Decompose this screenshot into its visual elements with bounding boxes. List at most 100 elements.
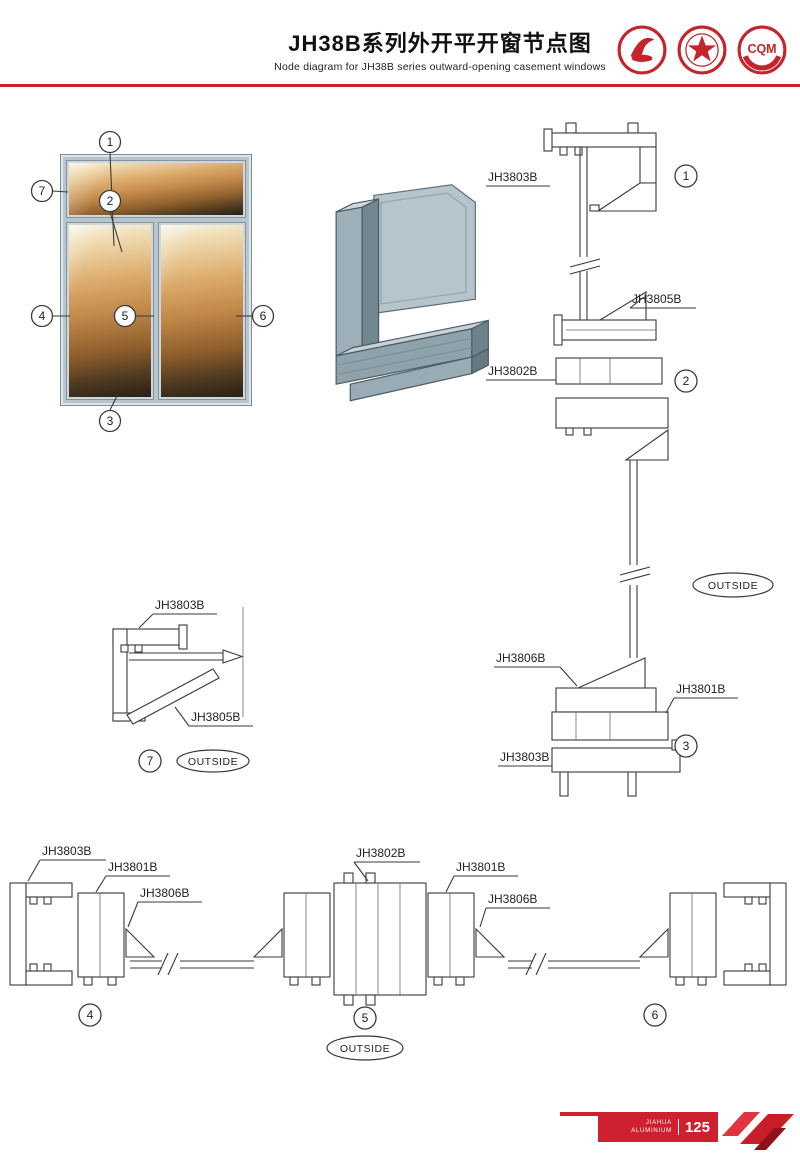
casement-glass xyxy=(619,460,651,658)
callout-detail-5: 5 xyxy=(353,1006,377,1030)
label-detail-7-frame: JH3803B xyxy=(138,598,217,629)
svg-text:5: 5 xyxy=(362,1011,369,1025)
header-logos: CQM xyxy=(616,24,788,76)
page-number: 125 xyxy=(684,1118,710,1136)
profile-center-left-bead xyxy=(252,927,283,958)
footer-brand-line1: JIAHUA xyxy=(645,1119,672,1126)
svg-text:JH3806B: JH3806B xyxy=(140,886,189,900)
callout-1: 1 xyxy=(98,130,122,154)
svg-text:JH3802B: JH3802B xyxy=(488,364,537,378)
svg-text:3: 3 xyxy=(683,739,690,753)
callout-6: 6 xyxy=(251,304,275,328)
svg-text:3: 3 xyxy=(107,414,114,428)
header-red-rule xyxy=(0,84,800,87)
detail-7-drawing: JH3803B JH3805B 7 OUTSIDE xyxy=(112,598,253,773)
glass-right xyxy=(508,952,640,976)
svg-text:JH3802B: JH3802B xyxy=(356,846,405,860)
callout-4: 4 xyxy=(30,304,54,328)
svg-text:OUTSIDE: OUTSIDE xyxy=(708,580,758,592)
svg-text:JH3806B: JH3806B xyxy=(496,651,545,665)
svg-text:JH3803B: JH3803B xyxy=(42,844,91,858)
svg-text:5: 5 xyxy=(122,309,129,323)
footer-brand-line2: ALUMINIUM xyxy=(631,1128,672,1134)
callout-detail-2: 2 xyxy=(674,369,698,393)
label-left-jamb: JH3803B xyxy=(27,844,106,882)
cqm-logo-icon: CQM xyxy=(737,25,787,75)
svg-text:4: 4 xyxy=(39,309,46,323)
profile-sill xyxy=(551,739,681,797)
profile-3d-render-group xyxy=(335,184,489,402)
svg-text:JH3803B: JH3803B xyxy=(500,750,549,764)
profile-right-jamb xyxy=(723,882,787,986)
callout-detail-4: 4 xyxy=(78,1003,102,1027)
label-sill: JH3803B xyxy=(498,750,552,767)
horizontal-section-drawing: JH3803B JH3801B JH3806B JH3802B JH3801B … xyxy=(9,844,787,1061)
svg-text:2: 2 xyxy=(683,374,690,388)
header: JH38B系列外开平开窗节点图 Node diagram for JH38B s… xyxy=(220,26,660,73)
outside-label-detail-7: OUTSIDE xyxy=(176,749,250,773)
svg-text:JH3801B: JH3801B xyxy=(676,682,725,696)
profile-bottom-frame xyxy=(551,711,669,741)
svg-text:1: 1 xyxy=(683,169,690,183)
profile-right-bead xyxy=(638,927,669,958)
profile-mid-frame xyxy=(555,357,669,461)
transom-pane xyxy=(66,160,246,218)
label-mullion: JH3802B xyxy=(353,846,420,882)
profile-left-bead xyxy=(125,927,156,958)
profile-left-jamb xyxy=(9,882,73,986)
callout-3: 3 xyxy=(98,409,122,433)
svg-text:7: 7 xyxy=(39,184,46,198)
label-detail-7-sash: JH3805B xyxy=(174,706,253,727)
profile-mullion xyxy=(333,872,427,1006)
outside-label-vertical: OUTSIDE xyxy=(692,572,774,598)
label-right-bead: JH3806B xyxy=(479,892,550,928)
callout-detail-3: 3 xyxy=(674,734,698,758)
profile-3d-render xyxy=(335,184,489,402)
transom-glass xyxy=(569,147,601,320)
profile-center-right-bead xyxy=(475,927,506,958)
profile-bottom-sash xyxy=(555,657,657,713)
left-casement-pane xyxy=(66,222,154,400)
right-casement-pane xyxy=(158,222,246,400)
callout-5: 5 xyxy=(113,304,137,328)
svg-text:2: 2 xyxy=(107,194,114,208)
callout-7: 7 xyxy=(30,179,54,203)
svg-text:JH3801B: JH3801B xyxy=(108,860,157,874)
footer-red-tail xyxy=(560,1112,598,1116)
profile-center-right-sash xyxy=(427,892,475,986)
svg-text:JH3803B: JH3803B xyxy=(488,170,537,184)
callout-detail-1: 1 xyxy=(674,164,698,188)
svg-text:JH3805B: JH3805B xyxy=(632,292,681,306)
callout-detail-7: 7 xyxy=(138,749,162,773)
vertical-section-drawing: JH3803B JH3805B JH3802B JH3806B JH3801B … xyxy=(486,122,774,797)
aluminium-association-logo-icon xyxy=(617,25,667,75)
casement-panes xyxy=(66,222,246,400)
outside-label-horizontal: OUTSIDE xyxy=(326,1035,404,1061)
label-head-frame: JH3803B xyxy=(486,170,550,187)
profile-head-frame xyxy=(543,122,657,212)
detail-7-glass xyxy=(129,649,244,664)
callout-2: 2 xyxy=(98,189,122,213)
label-right-sash: JH3801B xyxy=(445,860,518,893)
label-bottom-bead: JH3806B xyxy=(494,651,578,687)
svg-text:OUTSIDE: OUTSIDE xyxy=(188,756,238,768)
label-mid-frame: JH3802B xyxy=(486,364,556,381)
window-photo xyxy=(60,154,252,406)
page-title: JH38B系列外开平开窗节点图 xyxy=(288,31,592,56)
svg-text:1: 1 xyxy=(107,135,114,149)
profile-top-sash xyxy=(553,291,657,346)
cqm-logo-text: CQM xyxy=(747,42,776,56)
svg-text:6: 6 xyxy=(260,309,267,323)
svg-text:6: 6 xyxy=(652,1008,659,1022)
footer-page-bar: JIAHUA ALUMINIUM 125 xyxy=(598,1112,718,1142)
quality-star-logo-icon xyxy=(677,25,727,75)
label-left-bead: JH3806B xyxy=(127,886,202,928)
glass-left xyxy=(130,952,254,976)
page-subtitle: Node diagram for JH38B series outward-op… xyxy=(274,61,606,73)
profile-center-left-sash xyxy=(283,892,331,986)
svg-text:7: 7 xyxy=(147,754,154,768)
svg-text:JH3801B: JH3801B xyxy=(456,860,505,874)
profile-right-sash xyxy=(669,892,717,986)
label-left-sash: JH3801B xyxy=(95,860,170,893)
